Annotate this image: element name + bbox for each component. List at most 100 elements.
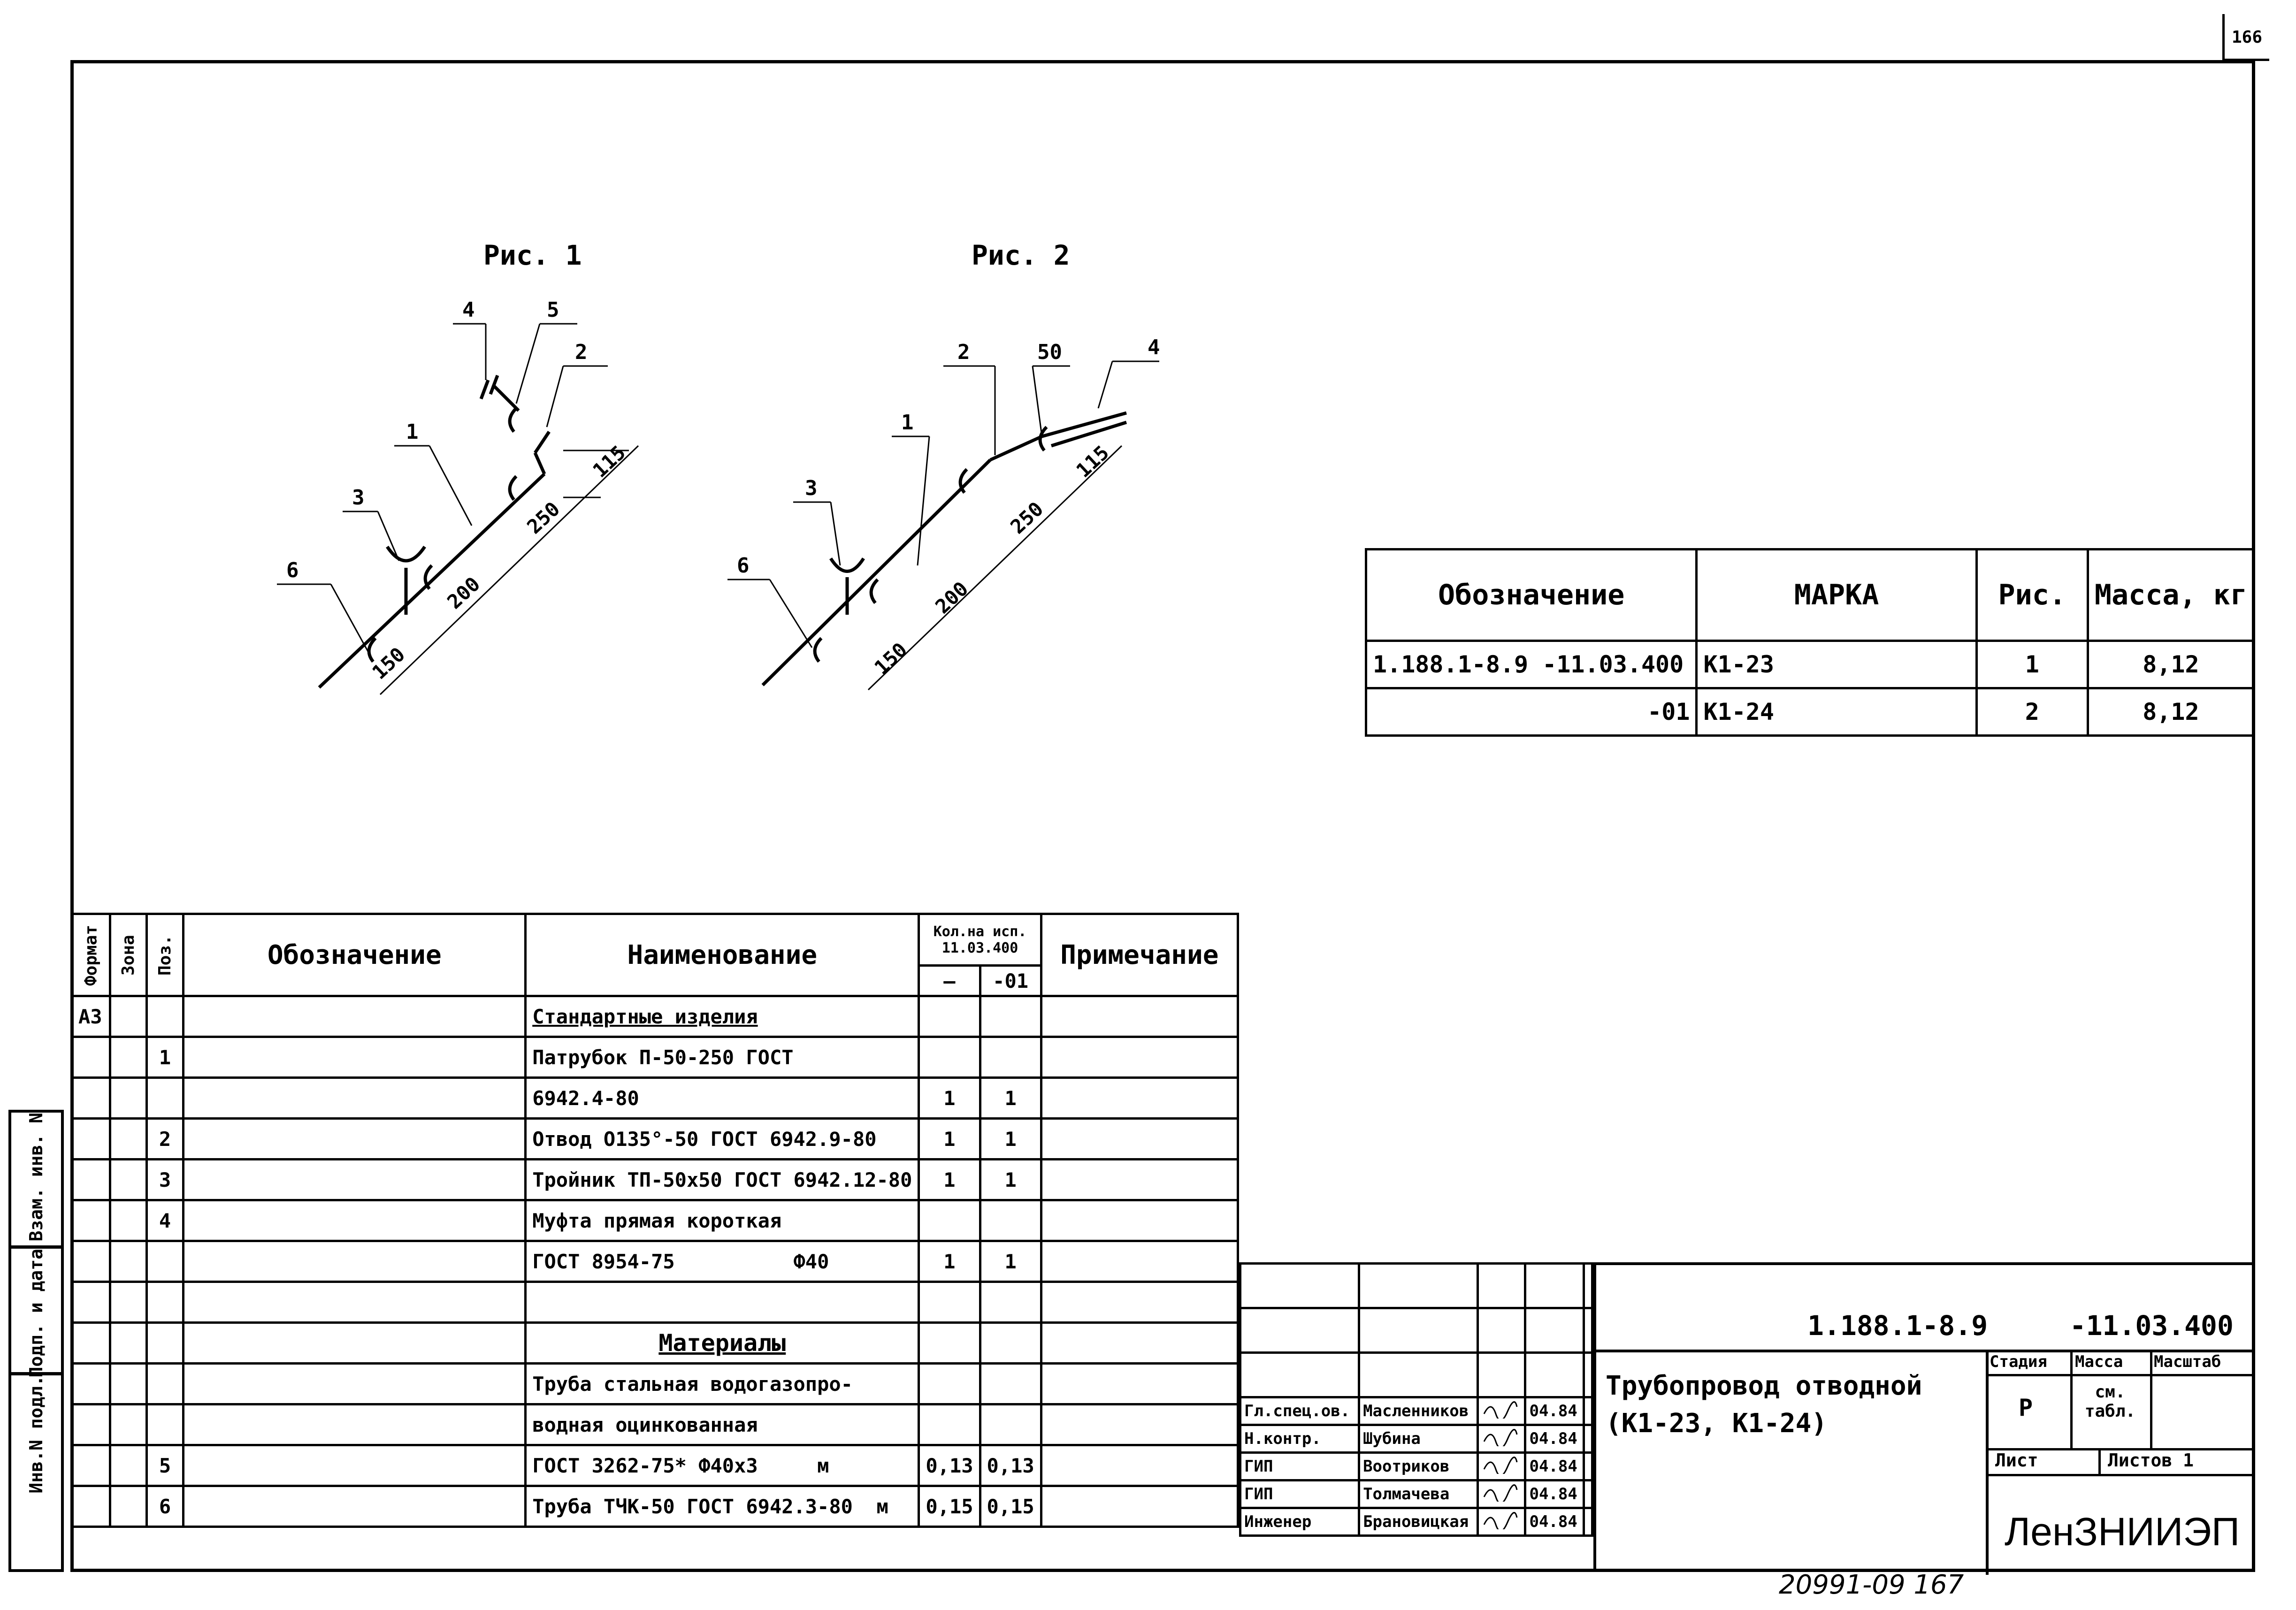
signer-name: Шубина	[1358, 1424, 1479, 1454]
table-row: -01 К1-24 2 8,12	[1364, 687, 2256, 737]
mark-header-designation: Обозначение	[1364, 548, 1698, 642]
spec-cell-qty-a: 0,15	[918, 1485, 981, 1528]
spec-cell-zone	[109, 1117, 148, 1160]
spec-cell-qty-a	[918, 995, 981, 1038]
signature-empty-cell	[1477, 1307, 1527, 1354]
fig1-leader-4: 4	[462, 298, 475, 322]
signature-mark	[1483, 1428, 1518, 1449]
signature-mark	[1483, 1511, 1518, 1532]
signer-date: 04.84	[1524, 1507, 1585, 1537]
spec-cell-zone	[109, 1240, 148, 1283]
spec-cell-designation	[182, 1403, 527, 1446]
spec-cell-note	[1040, 1444, 1240, 1487]
spec-cell-designation	[182, 1362, 527, 1405]
spec-cell-pos	[145, 1321, 185, 1365]
spec-cell-qty-a	[918, 1036, 981, 1079]
signature-empty-cell	[1524, 1307, 1585, 1354]
signature-empty-cell	[1583, 1479, 1593, 1509]
spec-cell-name: Муфта прямая короткая	[524, 1199, 920, 1242]
strip-vzam-inv: Взам. инв. N	[8, 1110, 64, 1248]
spec-cell-qty-b	[979, 995, 1042, 1038]
table-row	[1239, 1351, 1593, 1398]
table-row: водная оцинкованная	[70, 1403, 1240, 1446]
spec-cell-qty-a	[918, 1403, 981, 1446]
spec-cell-format	[70, 1281, 112, 1324]
signer-name: Толмачева	[1358, 1479, 1479, 1509]
mark-cell-mass: 8,12	[2086, 687, 2256, 737]
spec-cell-note	[1040, 1158, 1240, 1201]
spec-cell-pos: 5	[145, 1444, 185, 1487]
fig2-leader-6: 6	[737, 554, 750, 578]
spec-cell-format	[70, 1117, 112, 1160]
spec-cell-zone	[109, 1281, 148, 1324]
fig2-leader-50: 50	[1037, 340, 1062, 364]
spec-cell-format	[70, 1076, 112, 1120]
table-row: 1.188.1-8.9 -11.03.400 К1-23 1 8,12	[1364, 640, 2256, 689]
spec-cell-designation	[182, 1199, 527, 1242]
strip-inv-podl: Инв.N подл.	[8, 1373, 64, 1572]
fig1-title: Рис. 1	[483, 239, 582, 271]
spec-cell-pos: 6	[145, 1485, 185, 1528]
spec-cell-note	[1040, 1281, 1240, 1324]
spec-cell-note	[1040, 1362, 1240, 1405]
signer-signature	[1477, 1396, 1527, 1426]
signature-empty-cell	[1358, 1307, 1479, 1354]
spec-cell-name: Труба стальная водогазопро-	[524, 1362, 920, 1405]
signature-empty-cell	[1358, 1262, 1479, 1309]
sheets-header: Листов 1	[2108, 1450, 2194, 1471]
signer-role: Н.контр.	[1239, 1424, 1361, 1454]
spec-cell-format	[70, 1321, 112, 1365]
spec-cell-qty-b: 1	[979, 1158, 1042, 1201]
spec-cell-pos	[145, 1362, 185, 1405]
mass-header: Масса	[2075, 1352, 2123, 1371]
fig2-dim-200: 200	[931, 577, 972, 618]
spec-cell-zone	[109, 1444, 148, 1487]
title-line2: (К1-23, К1-24)	[1606, 1408, 1828, 1439]
spec-cell-name: Отвод О135°-50 ГОСТ 6942.9-80	[524, 1117, 920, 1160]
spec-cell-note	[1040, 1117, 1240, 1160]
spec-cell-qty-b: 0,15	[979, 1485, 1042, 1528]
spec-cell-pos	[145, 995, 185, 1038]
spec-cell-designation	[182, 1444, 527, 1487]
fig2-drawing: 150 200 250 115 6 3 1 2 50 4	[727, 336, 1160, 691]
bottom-number: 20991-09 167	[1779, 1570, 1964, 1600]
spec-cell-qty-a: 1	[918, 1158, 981, 1201]
spec-cell-designation	[182, 1076, 527, 1120]
fig1-leader-6: 6	[286, 558, 299, 582]
spec-cell-format	[70, 1240, 112, 1283]
fig2-leader-3: 3	[805, 476, 818, 500]
spec-cell-qty-b	[979, 1199, 1042, 1242]
spec-cell-designation	[182, 1321, 527, 1365]
signature-empty-cell	[1583, 1262, 1593, 1309]
fig2-dim-150: 150	[870, 638, 911, 679]
table-row	[1239, 1262, 1593, 1309]
spec-header-qty: Кол.на исп. 11.03.400	[918, 913, 1042, 967]
table-row: Труба стальная водогазопро-	[70, 1362, 1240, 1405]
spec-header-designation: Обозначение	[182, 913, 527, 997]
signature-empty-cell	[1583, 1424, 1593, 1454]
fig1-drawing: 150 200 250 115 6 3 1 4 5 2	[277, 298, 639, 695]
sheet-number-box: 166	[2222, 14, 2269, 61]
doc-code: 1.188.1-8.9 -11.03.400	[1807, 1310, 2234, 1342]
spec-cell-note	[1040, 1240, 1240, 1283]
spec-cell-zone	[109, 1403, 148, 1446]
signature-empty-cell	[1358, 1351, 1479, 1398]
spec-cell-format	[70, 1158, 112, 1201]
fig1-dim-250: 250	[522, 497, 564, 539]
spec-cell-qty-a: 0,13	[918, 1444, 981, 1487]
fig2-leader-1: 1	[901, 411, 914, 435]
spec-cell-note	[1040, 1199, 1240, 1242]
mark-cell-fig: 1	[1975, 640, 2089, 689]
spec-cell-pos	[145, 1240, 185, 1283]
signature-empty-cell	[1477, 1351, 1527, 1398]
signature-mark	[1483, 1401, 1518, 1421]
spec-cell-name: Труба ТЧК-50 ГОСТ 6942.3-80 м	[524, 1485, 920, 1528]
table-row: Материалы	[70, 1321, 1240, 1365]
